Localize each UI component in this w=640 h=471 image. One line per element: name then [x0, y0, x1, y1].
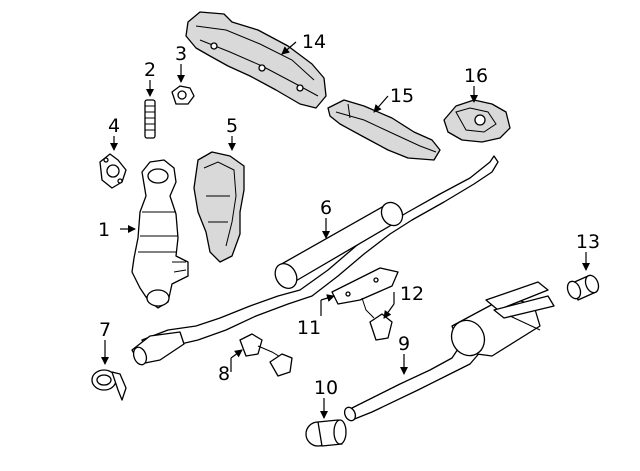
part-5-heat-shield [193, 151, 245, 263]
part-13-sleeve [566, 274, 600, 301]
part-11-hanger [331, 267, 399, 305]
callout-labels: 1 2 3 4 5 6 7 8 9 10 11 12 13 14 15 16 [98, 31, 600, 399]
callout-7: 7 [99, 319, 111, 341]
part-14-heat-shield [185, 11, 327, 109]
part-4-gasket [99, 153, 127, 189]
callout-16: 16 [464, 65, 488, 87]
part-12-hanger [361, 297, 393, 341]
callout-4: 4 [108, 115, 120, 137]
callout-3: 3 [175, 43, 187, 65]
part-3-nut [171, 85, 195, 105]
callout-8: 8 [218, 363, 230, 385]
part-15-heat-shield [327, 99, 441, 161]
part-2-stud [144, 99, 156, 139]
part-9-rear-muffler [343, 281, 555, 422]
leader-14 [281, 41, 297, 55]
part-10-clamp [305, 419, 347, 447]
part-1-catalytic-converter [131, 159, 189, 309]
callout-2: 2 [144, 59, 156, 81]
callout-14: 14 [302, 31, 326, 53]
part-6-front-pipe [131, 155, 499, 366]
callout-1: 1 [98, 219, 110, 241]
callout-11: 11 [297, 317, 321, 339]
callout-9: 9 [398, 333, 410, 355]
part-8-hanger [239, 333, 293, 377]
leader-15 [373, 95, 389, 113]
callout-15: 15 [390, 85, 414, 107]
callout-12: 12 [400, 283, 424, 305]
callout-5: 5 [226, 115, 238, 137]
part-7-clamp [91, 369, 127, 401]
part-16-mount [443, 99, 511, 143]
callout-10: 10 [314, 377, 338, 399]
callout-6: 6 [320, 197, 332, 219]
leader-lines [101, 41, 590, 419]
callout-13: 13 [576, 231, 600, 253]
